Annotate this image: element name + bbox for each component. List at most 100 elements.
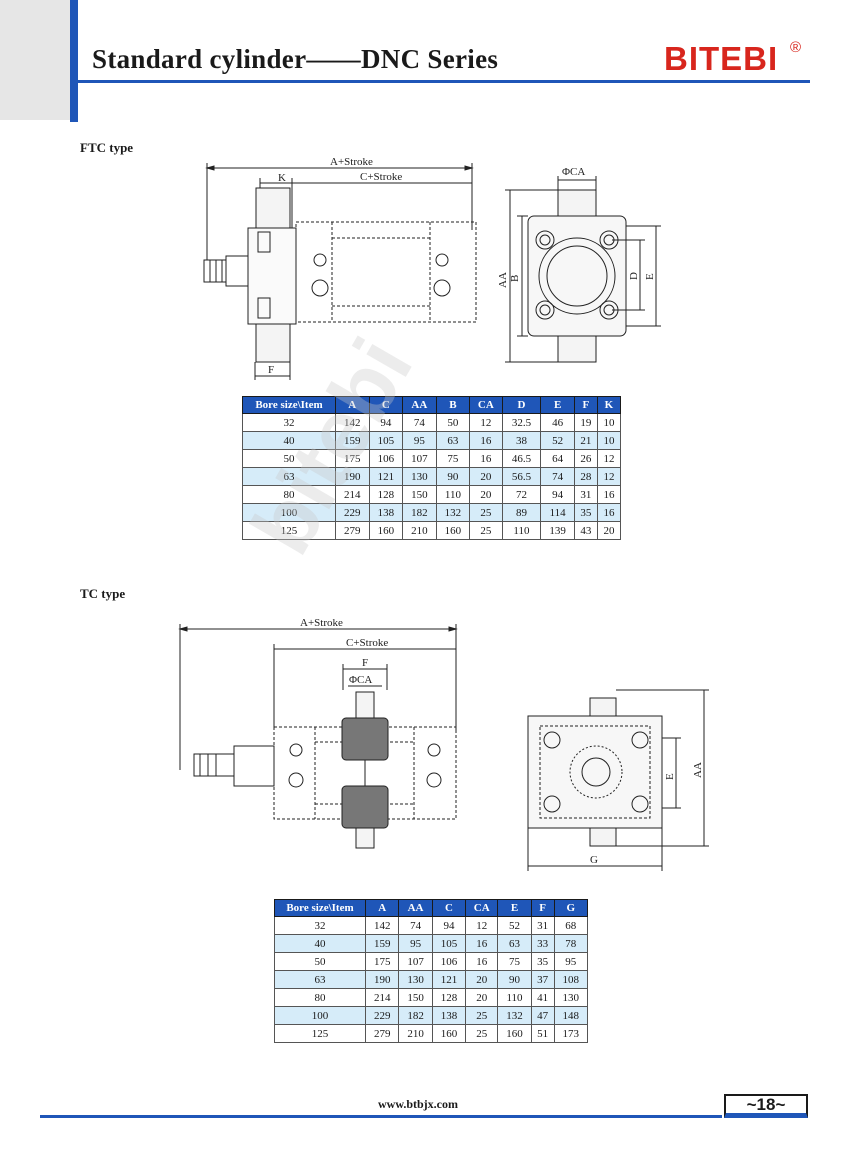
table-cell: 75 bbox=[497, 952, 532, 971]
table-cell: 25 bbox=[465, 1006, 499, 1025]
page-number: ~18~ bbox=[724, 1094, 808, 1118]
table-cell: 121 bbox=[431, 970, 467, 989]
table-cell: 139 bbox=[540, 521, 575, 540]
table-cell: 78 bbox=[553, 934, 589, 953]
table-cell: 68 bbox=[553, 916, 589, 935]
table-row: 32 142 74 94 12 52 31 68 bbox=[274, 916, 589, 935]
header-corner-block bbox=[0, 0, 70, 120]
table-row: 80 214 128 150 110 20 72 94 31 16 bbox=[242, 485, 622, 504]
table-row: 100 229 182 138 25 132 47 148 bbox=[274, 1006, 589, 1025]
table-cell: 16 bbox=[469, 449, 503, 468]
tc-col-header: G bbox=[553, 899, 589, 917]
table-cell: 32 bbox=[274, 916, 366, 935]
table-cell: 150 bbox=[398, 988, 433, 1007]
table-cell: 110 bbox=[501, 521, 542, 540]
tc-dim-phi-ca: ΦCA bbox=[349, 674, 372, 686]
ftc-dim-f: F bbox=[268, 364, 274, 376]
table-cell: 52 bbox=[497, 916, 532, 935]
header-divider bbox=[78, 80, 810, 83]
table-cell: 175 bbox=[364, 952, 400, 971]
table-cell: 31 bbox=[530, 916, 555, 935]
table-cell: 130 bbox=[402, 467, 437, 486]
ftc-dimension-table: Bore size\Item A C AA B CA D E F K 32 14… bbox=[242, 396, 622, 540]
table-cell: 21 bbox=[573, 431, 598, 450]
table-cell: 138 bbox=[431, 1006, 467, 1025]
table-cell: 142 bbox=[335, 413, 370, 432]
table-cell: 125 bbox=[242, 521, 336, 540]
table-row: 125 279 160 210 160 25 110 139 43 20 bbox=[242, 521, 622, 540]
table-cell: 20 bbox=[469, 467, 503, 486]
tc-dim-e: E bbox=[664, 773, 676, 780]
table-cell: 229 bbox=[335, 503, 370, 522]
table-cell: 107 bbox=[398, 952, 433, 971]
table-row: 40 159 95 105 16 63 33 78 bbox=[274, 934, 589, 953]
table-cell: 94 bbox=[431, 916, 467, 935]
table-cell: 51 bbox=[530, 1024, 555, 1043]
table-cell: 52 bbox=[540, 431, 575, 450]
table-cell: 105 bbox=[368, 431, 404, 450]
tc-dim-c-stroke: C+Stroke bbox=[346, 637, 388, 649]
table-cell: 148 bbox=[553, 1006, 589, 1025]
page-title: Standard cylinder——DNC Series bbox=[92, 44, 499, 74]
ftc-dim-k: K bbox=[278, 172, 286, 184]
table-cell: 190 bbox=[364, 970, 400, 989]
ftc-col-header: D bbox=[501, 396, 542, 414]
table-cell: 114 bbox=[540, 503, 575, 522]
table-row: 100 229 138 182 132 25 89 114 35 16 bbox=[242, 503, 622, 522]
table-cell: 90 bbox=[497, 970, 532, 989]
table-cell: 110 bbox=[497, 988, 532, 1007]
table-cell: 74 bbox=[540, 467, 575, 486]
footer-website: www.btbjx.com bbox=[378, 1097, 458, 1111]
ftc-section-label: FTC type bbox=[80, 140, 134, 155]
table-cell: 160 bbox=[431, 1024, 467, 1043]
table-cell: 142 bbox=[364, 916, 400, 935]
footer-divider bbox=[40, 1115, 722, 1118]
table-cell: 95 bbox=[398, 934, 433, 953]
ftc-col-header: B bbox=[435, 396, 471, 414]
table-cell: 132 bbox=[497, 1006, 532, 1025]
table-cell: 108 bbox=[553, 970, 589, 989]
table-cell: 47 bbox=[530, 1006, 555, 1025]
table-cell: 105 bbox=[431, 934, 467, 953]
tc-col-header: AA bbox=[398, 899, 433, 917]
table-row: 50 175 106 107 75 16 46.5 64 26 12 bbox=[242, 449, 622, 468]
tc-dim-a-stroke: A+Stroke bbox=[300, 617, 343, 629]
table-cell: 35 bbox=[530, 952, 555, 971]
table-cell: 16 bbox=[469, 431, 503, 450]
table-cell: 37 bbox=[530, 970, 555, 989]
table-cell: 28 bbox=[573, 467, 598, 486]
ftc-col-header: K bbox=[596, 396, 622, 414]
tc-col-header: CA bbox=[465, 899, 499, 917]
table-cell: 100 bbox=[242, 503, 336, 522]
table-cell: 279 bbox=[335, 521, 370, 540]
table-cell: 10 bbox=[596, 431, 622, 450]
table-cell: 38 bbox=[501, 431, 542, 450]
tc-dim-g: G bbox=[590, 854, 598, 866]
ftc-col-header: CA bbox=[469, 396, 503, 414]
registered-mark: ® bbox=[790, 39, 802, 56]
table-cell: 25 bbox=[469, 503, 503, 522]
table-cell: 80 bbox=[274, 988, 366, 1007]
table-cell: 210 bbox=[402, 521, 437, 540]
ftc-table-header-row: Bore size\Item A C AA B CA D E F K bbox=[242, 396, 622, 414]
ftc-dim-c-stroke: C+Stroke bbox=[360, 171, 402, 183]
table-cell: 41 bbox=[530, 988, 555, 1007]
table-cell: 20 bbox=[465, 988, 499, 1007]
table-cell: 130 bbox=[553, 988, 589, 1007]
table-cell: 100 bbox=[274, 1006, 366, 1025]
tc-col-header: Bore size\Item bbox=[274, 899, 366, 917]
tc-col-header: A bbox=[364, 899, 400, 917]
table-cell: 130 bbox=[398, 970, 433, 989]
ftc-col-header: F bbox=[573, 396, 598, 414]
table-cell: 106 bbox=[431, 952, 467, 971]
table-cell: 159 bbox=[335, 431, 370, 450]
table-cell: 40 bbox=[274, 934, 366, 953]
table-cell: 125 bbox=[274, 1024, 366, 1043]
tc-dim-aa: AA bbox=[692, 762, 704, 778]
table-row: 50 175 107 106 16 75 35 95 bbox=[274, 952, 589, 971]
table-cell: 128 bbox=[431, 988, 467, 1007]
table-cell: 74 bbox=[398, 916, 433, 935]
table-cell: 50 bbox=[274, 952, 366, 971]
